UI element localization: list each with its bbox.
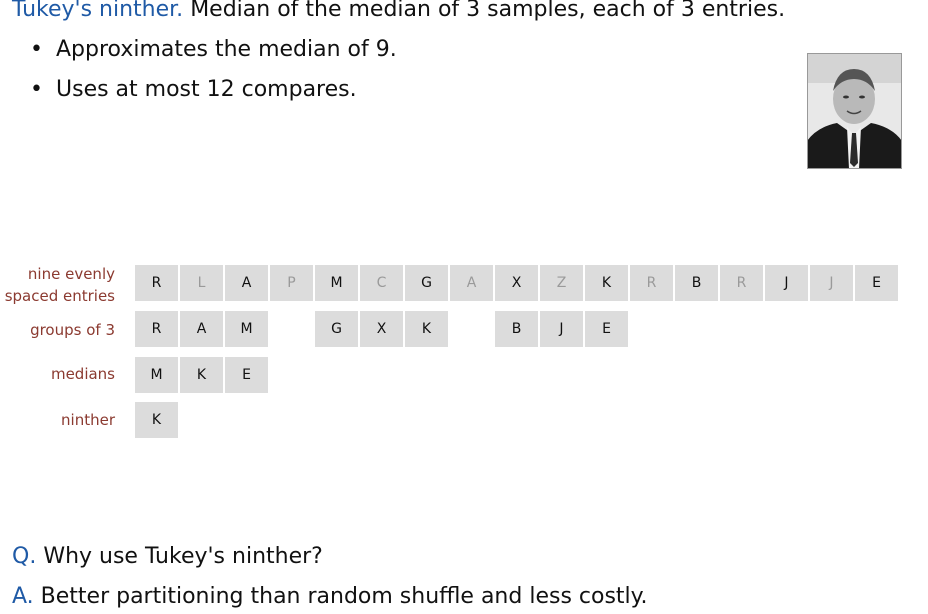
bullet-dot: • — [30, 37, 43, 62]
label-groups-of-3: groups of 3 — [30, 321, 115, 339]
array-cell: J — [810, 265, 853, 301]
answer-line: A. Better partitioning than random shuff… — [12, 584, 648, 609]
array-cell: M — [135, 357, 178, 393]
array-cell: A — [450, 265, 493, 301]
label-ninther: ninther — [61, 411, 115, 429]
bullet-text: Approximates the median of 9. — [56, 37, 397, 62]
label-line: nine evenly — [27, 265, 115, 283]
label-nine-evenly-spaced: nine evenly spaced entries — [5, 263, 115, 307]
array-cell: K — [585, 265, 628, 301]
bullet-text: Uses at most 12 compares. — [56, 77, 357, 102]
array-cell: M — [225, 311, 268, 347]
array-cell: J — [540, 311, 583, 347]
array-cell: K — [135, 402, 178, 438]
array-cell: R — [630, 265, 673, 301]
array-cell: B — [675, 265, 718, 301]
array-cell: Z — [540, 265, 583, 301]
array-cell: G — [405, 265, 448, 301]
array-cell: E — [855, 265, 898, 301]
array-cell: L — [180, 265, 223, 301]
array-cell: X — [495, 265, 538, 301]
tukey-portrait — [807, 53, 902, 169]
array-cell: E — [585, 311, 628, 347]
slide-title: Tukey's ninther. Median of the median of… — [12, 0, 785, 22]
array-cell: K — [405, 311, 448, 347]
title-text: Median of the median of 3 samples, each … — [190, 0, 786, 22]
bullet-item: • Uses at most 12 compares. — [30, 74, 397, 114]
label-medians: medians — [50, 365, 115, 383]
bullet-item: • Approximates the median of 9. — [30, 34, 397, 74]
array-cell: E — [225, 357, 268, 393]
title-term: Tukey's ninther. — [12, 0, 184, 22]
array-cell: A — [180, 311, 223, 347]
array-cell: J — [765, 265, 808, 301]
bullet-dot: • — [30, 77, 43, 102]
question-tag: Q. — [12, 544, 37, 569]
answer-text: Better partitioning than random shuffle … — [40, 584, 648, 609]
array-cell: R — [135, 311, 178, 347]
bullet-list: • Approximates the median of 9. • Uses at … — [30, 34, 397, 114]
array-cell: K — [180, 357, 223, 393]
array-cell: R — [135, 265, 178, 301]
array-cell: X — [360, 311, 403, 347]
array-cell: M — [315, 265, 358, 301]
array-cell: R — [720, 265, 763, 301]
array-cell: C — [360, 265, 403, 301]
array-cell: B — [495, 311, 538, 347]
question-line: Q. Why use Tukey's ninther? — [12, 544, 323, 569]
array-cell: G — [315, 311, 358, 347]
array-cell: P — [270, 265, 313, 301]
array-cell: A — [225, 265, 268, 301]
answer-tag: A. — [12, 584, 34, 609]
label-line: spaced entries — [4, 287, 115, 305]
question-text: Why use Tukey's ninther? — [43, 544, 323, 569]
